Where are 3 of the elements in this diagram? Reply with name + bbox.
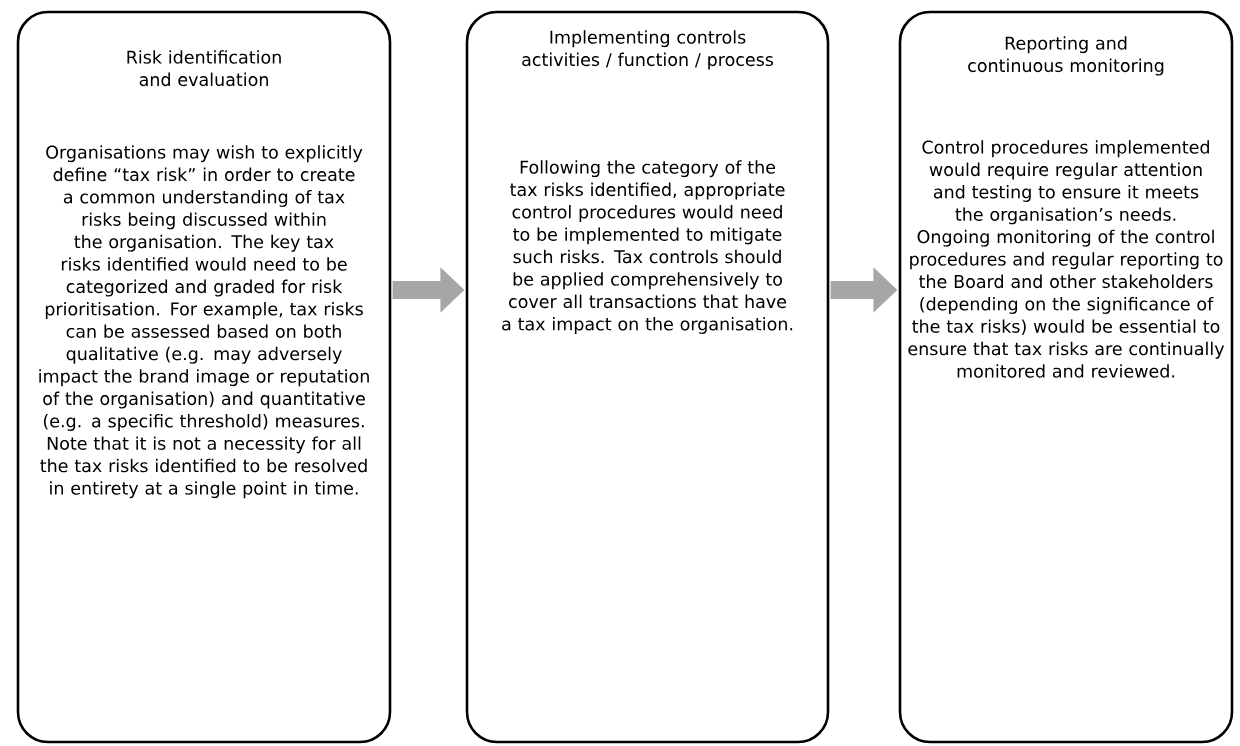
process-box: Reporting and continuous monitoring Control procedures implemented would require regular attention and testing to ensure it meets the organisation’s needs. Ongoing monitoring of the control procedures and regular reporting to the Board and other stakeholders (depending on the significance of the tax risks) would be essential to ensure that tax risks are continually monitored and reviewed. [898,10,1234,744]
process-box: Implementing controls activities / function / process Following the category of the tax risks identified, appropriate control procedures would need to be implemented to mitigate such risks. Tax controls should be applied comprehensively to cover all transactions that have a tax impact on the organisation. [465,10,830,744]
process-box: Risk identification and evaluation Organisations may wish to explicitly define “tax risk” in order to create a common understanding of tax risks being discussed within the organisation. The key tax risks identified would need to be categorized and graded for risk prioritisation. For example, tax risks can be assessed based on both qualitative (e.g. may adversely impact the brand image or reputation of the organisation) and quantitative (e.g. a specific threshold) measures. Note that it is not a necessity for all the tax risks identified to be resolved in entirety at a single point in time. [16,10,392,744]
